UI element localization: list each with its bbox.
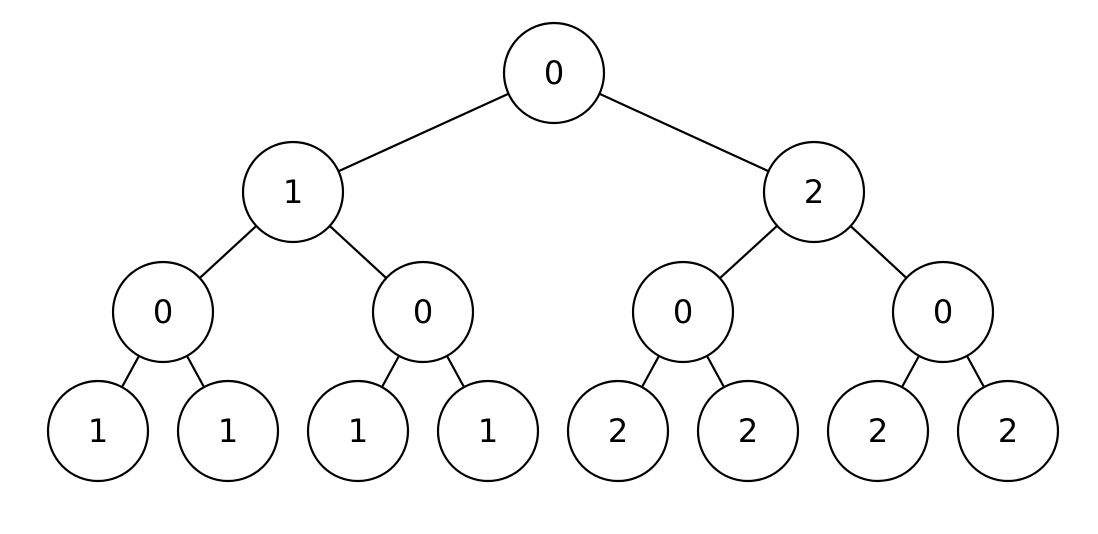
tree-node: 0: [502, 21, 606, 125]
node-circle: [371, 260, 475, 364]
node-circle: [891, 260, 995, 364]
edges-layer: [121, 92, 985, 388]
node-label: 2: [998, 412, 1018, 450]
tree-node: 1: [46, 379, 150, 483]
tree-edge: [641, 355, 660, 388]
node-circle: [956, 379, 1060, 483]
node-label: 1: [283, 173, 303, 211]
tree-node: 0: [631, 260, 735, 364]
tree-node: 1: [241, 140, 345, 244]
tree-edge: [849, 225, 908, 279]
tree-node: 1: [436, 379, 540, 483]
node-circle: [762, 140, 866, 244]
node-circle: [826, 379, 930, 483]
node-circle: [46, 379, 150, 483]
tree-edge: [338, 92, 509, 173]
tree-node: 2: [762, 140, 866, 244]
tree-edge: [198, 225, 258, 279]
node-label: 0: [153, 293, 173, 331]
node-circle: [502, 21, 606, 125]
node-circle: [241, 140, 345, 244]
node-label: 1: [88, 412, 108, 450]
tree-edge: [966, 355, 985, 388]
node-label: 0: [673, 293, 693, 331]
tree-node: 0: [891, 260, 995, 364]
nodes-layer: 0 1 2 0 0 0 0 1 1 1 1 2 2 2 2: [46, 21, 1060, 483]
node-label: 2: [868, 412, 888, 450]
tree-edge: [901, 355, 920, 388]
node-label: 0: [933, 293, 953, 331]
tree-edge: [706, 355, 725, 388]
tree-edge: [599, 92, 769, 173]
node-circle: [566, 379, 670, 483]
node-label: 1: [218, 412, 238, 450]
node-circle: [176, 379, 280, 483]
node-label: 0: [413, 293, 433, 331]
tree-node: 2: [826, 379, 930, 483]
tree-node: 2: [566, 379, 670, 483]
tree-edge: [381, 355, 400, 388]
node-circle: [631, 260, 735, 364]
tree-node: 2: [696, 379, 800, 483]
tree-node: 2: [956, 379, 1060, 483]
tree-edge: [186, 355, 205, 388]
tree-edge: [121, 355, 140, 388]
node-circle: [111, 260, 215, 364]
node-circle: [306, 379, 410, 483]
node-label: 2: [804, 173, 824, 211]
tree-node: 1: [176, 379, 280, 483]
tree-node: 0: [111, 260, 215, 364]
tree-node: 1: [306, 379, 410, 483]
node-label: 0: [544, 54, 564, 92]
tree-edge: [446, 355, 465, 388]
node-label: 2: [738, 412, 758, 450]
tree-edge: [328, 225, 388, 279]
tree-edge: [719, 224, 778, 280]
node-circle: [696, 379, 800, 483]
node-label: 1: [478, 412, 498, 450]
node-label: 2: [608, 412, 628, 450]
tree-node: 0: [371, 260, 475, 364]
node-circle: [436, 379, 540, 483]
node-label: 1: [348, 412, 368, 450]
